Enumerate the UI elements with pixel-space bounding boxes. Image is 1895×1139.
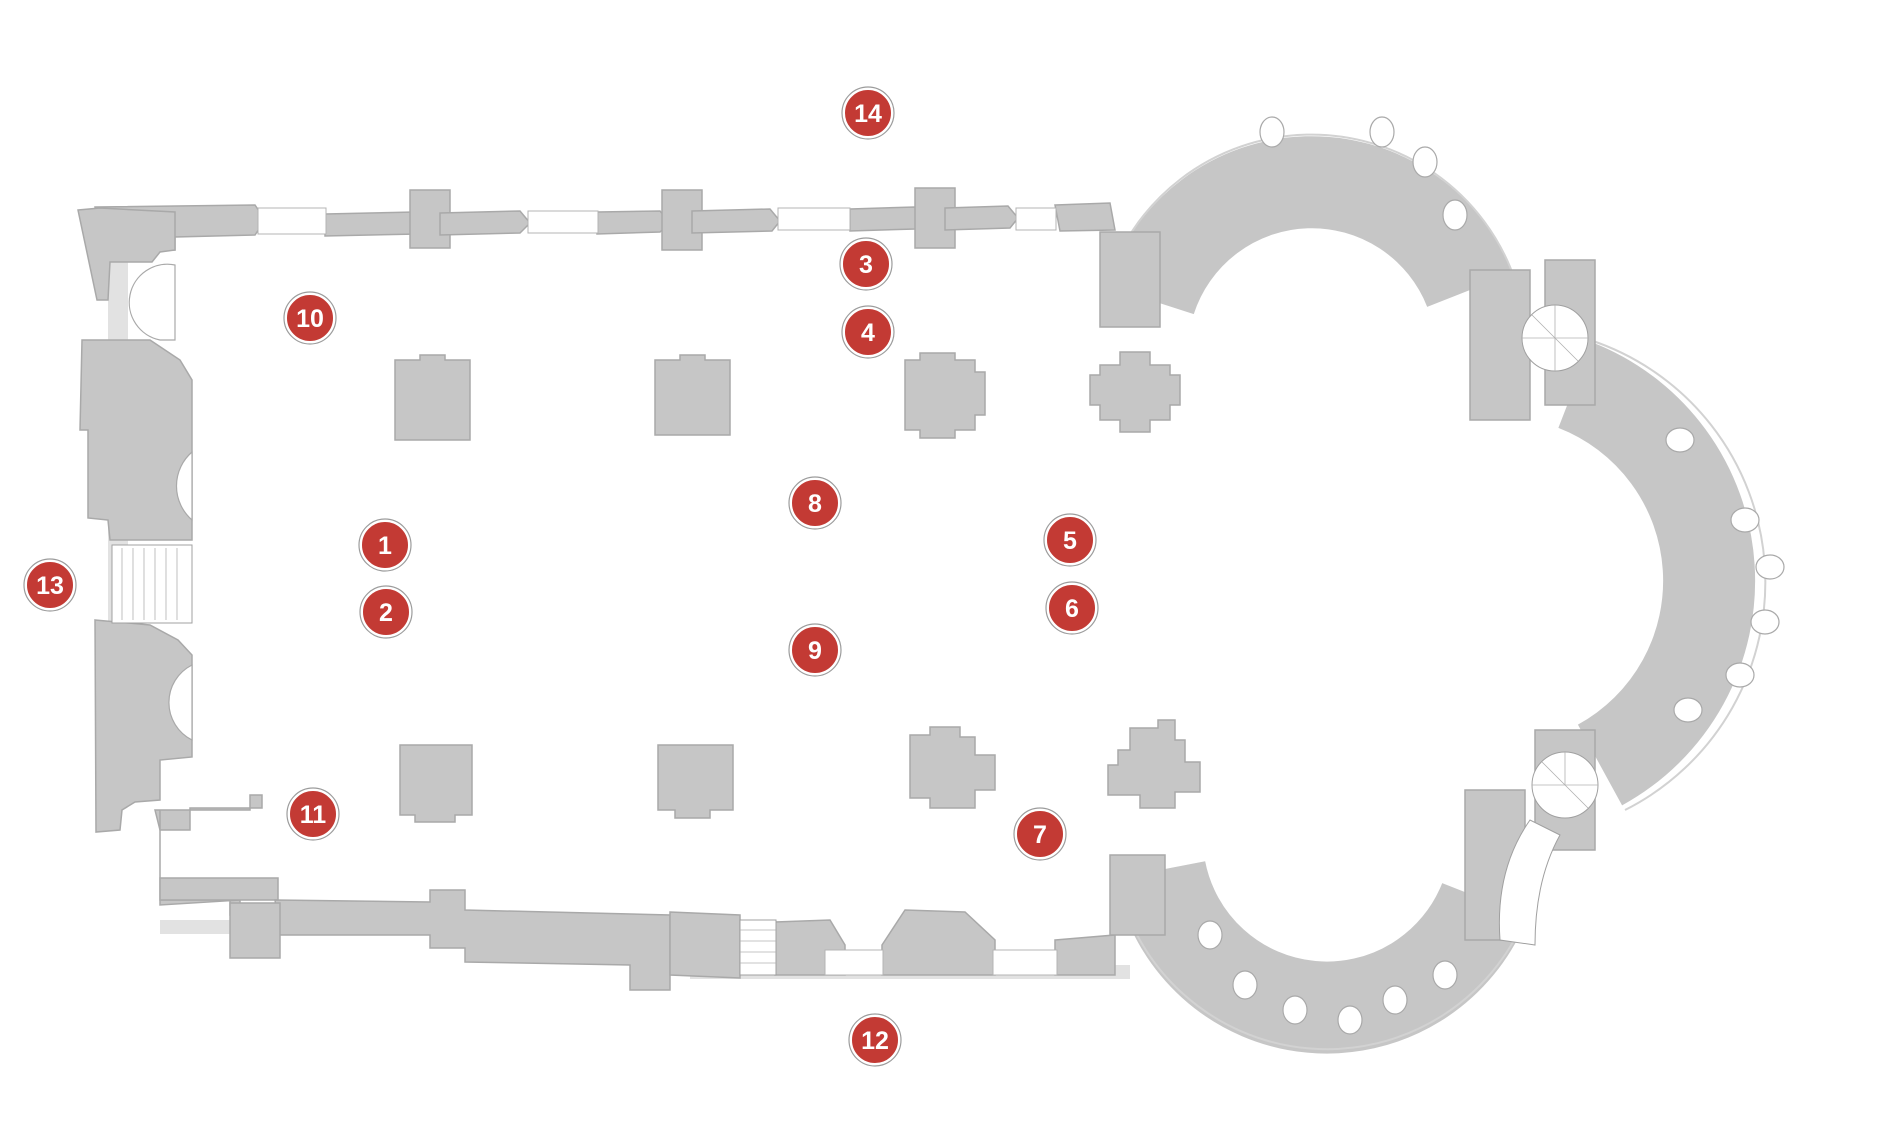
marker-ring	[788, 623, 842, 677]
marker-11[interactable]: 11	[286, 787, 340, 841]
marker-label: 3	[859, 251, 873, 279]
marker-6[interactable]: 6	[1045, 581, 1099, 635]
marker-label: 4	[861, 319, 875, 347]
marker-3[interactable]: 3	[839, 237, 893, 291]
north-apse	[1106, 136, 1513, 316]
marker-ring	[841, 86, 895, 140]
marker-7[interactable]: 7	[1013, 807, 1067, 861]
pillar	[399, 744, 473, 823]
pillar	[1089, 351, 1181, 433]
marker-5[interactable]: 5	[1043, 513, 1097, 567]
marker-ring	[359, 585, 413, 639]
marker-label: 11	[300, 801, 327, 829]
marker-label: 8	[808, 490, 822, 518]
apses	[1099, 116, 1785, 1054]
marker-circle	[361, 587, 411, 637]
marker-14[interactable]: 14	[841, 86, 895, 140]
marker-label: 7	[1033, 821, 1047, 849]
marker-label: 1	[378, 532, 392, 560]
marker-circle	[850, 1015, 900, 1065]
marker-ring	[358, 518, 412, 572]
marker-10[interactable]: 10	[283, 291, 337, 345]
pillar	[394, 354, 471, 441]
pillar	[909, 726, 996, 809]
wall-shadows	[108, 225, 1130, 979]
marker-label: 14	[854, 100, 882, 128]
pillar	[904, 352, 986, 439]
marker-label: 10	[296, 305, 324, 333]
marker-ring	[848, 1013, 902, 1067]
marker-label: 5	[1063, 527, 1077, 555]
marker-9[interactable]: 9	[788, 623, 842, 677]
marker-circle	[790, 478, 840, 528]
south-apse	[1114, 860, 1528, 1054]
west-wall	[77, 207, 176, 301]
marker-ring	[286, 787, 340, 841]
marker-ring	[839, 237, 893, 291]
west-steps	[121, 548, 178, 620]
marker-2[interactable]: 2	[359, 585, 413, 639]
marker-ring	[1043, 513, 1097, 567]
marker-circle	[790, 625, 840, 675]
marker-label: 2	[379, 599, 393, 627]
marker-label: 9	[808, 637, 822, 665]
east-apse	[1557, 342, 1756, 806]
marker-circle	[1015, 809, 1065, 859]
marker-circle	[288, 789, 338, 839]
marker-circle	[843, 88, 893, 138]
marker-4[interactable]: 4	[841, 305, 895, 359]
marker-circle	[360, 520, 410, 570]
pillar	[657, 744, 734, 819]
marker-circle	[1047, 583, 1097, 633]
marker-circle	[1045, 515, 1095, 565]
marker-circle	[843, 307, 893, 357]
marker-label: 6	[1065, 595, 1079, 623]
marker-circle	[285, 293, 335, 343]
marker-ring	[283, 291, 337, 345]
marker-ring	[841, 305, 895, 359]
marker-8[interactable]: 8	[788, 476, 842, 530]
marker-label: 12	[861, 1027, 889, 1055]
pillars	[394, 351, 1201, 823]
marker-ring	[1045, 581, 1099, 635]
marker-label: 13	[36, 572, 64, 600]
pillar	[654, 354, 731, 436]
marker-circle	[25, 560, 75, 610]
pillar	[1107, 719, 1201, 809]
marker-ring	[788, 476, 842, 530]
nave-walls	[77, 187, 1116, 991]
marker-1[interactable]: 1	[358, 518, 412, 572]
marker-13[interactable]: 13	[23, 558, 77, 612]
marker-12[interactable]: 12	[848, 1013, 902, 1067]
marker-circle	[841, 239, 891, 289]
marker-ring	[23, 558, 77, 612]
south-steps	[740, 929, 776, 964]
marker-ring	[1013, 807, 1067, 861]
